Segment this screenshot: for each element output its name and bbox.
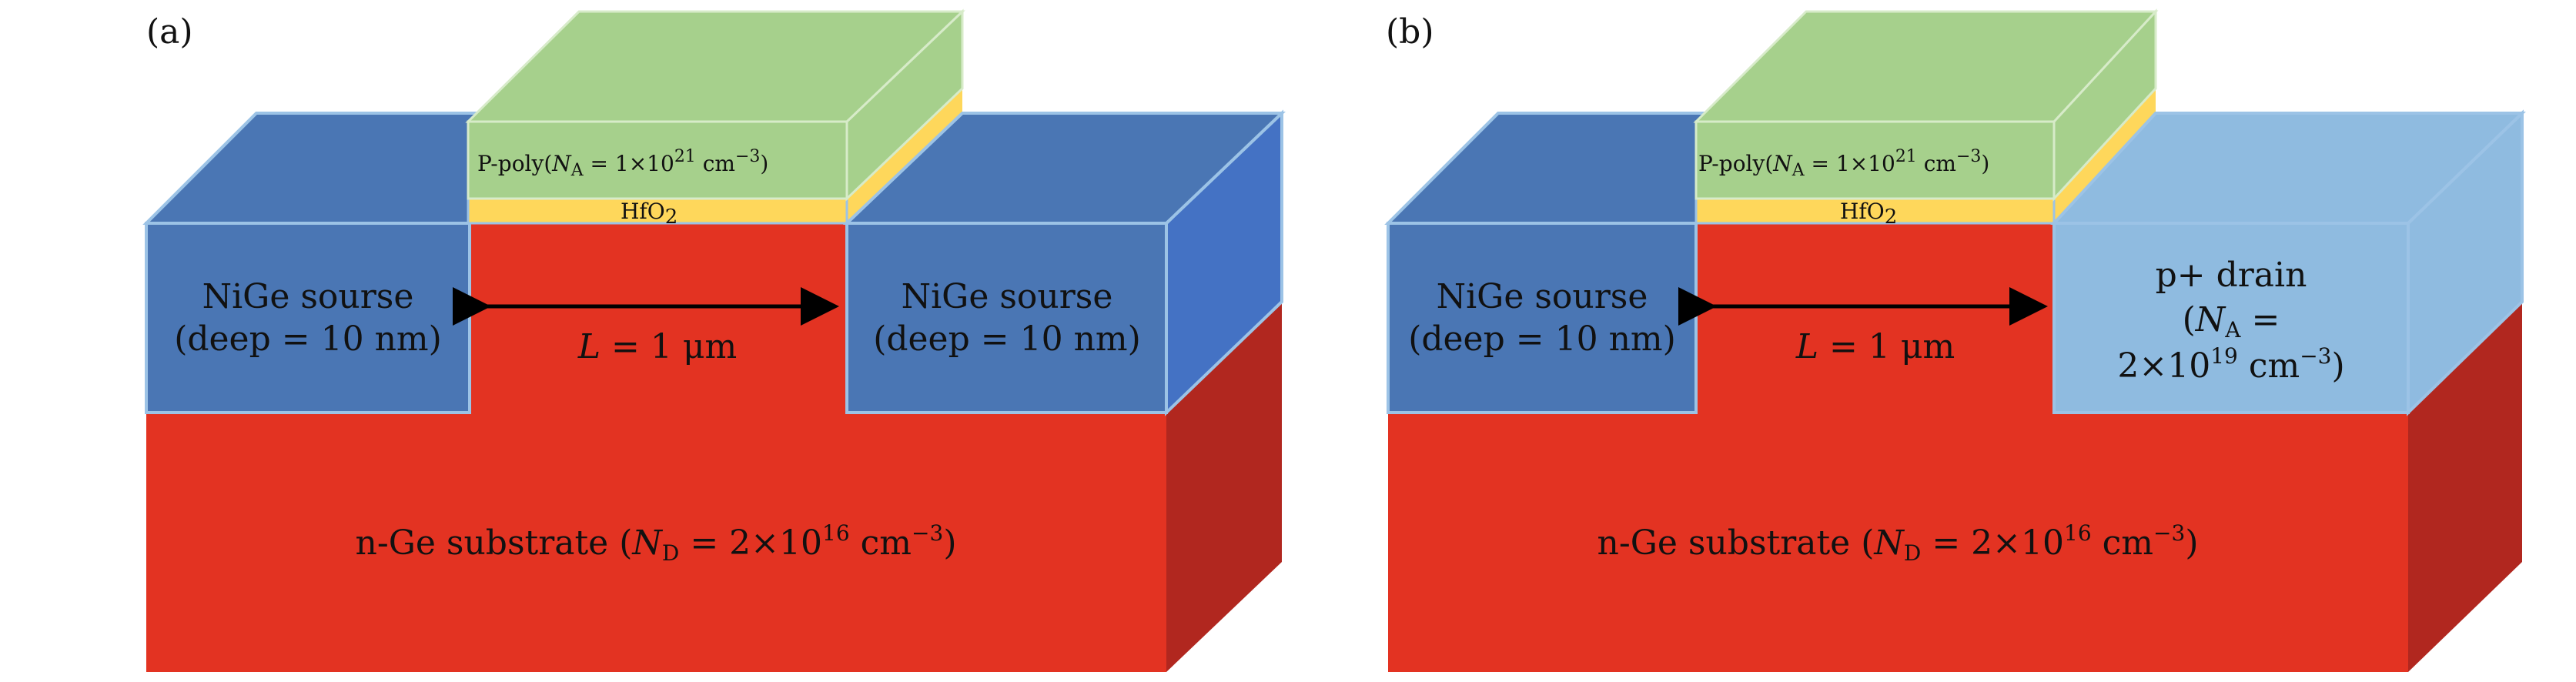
panel-b-oxide-label: HfO2 (1840, 199, 1897, 229)
panel-b-substrate-side (2408, 302, 2522, 672)
panel-b-right-drain (2050, 109, 2526, 416)
panel-a-right-source-line2: (deep = 10 nm) (873, 319, 1141, 359)
panel-b-gate-front (1694, 120, 2056, 200)
panel-a-left-source-line1: NiGe sourse (202, 277, 414, 316)
panel-b-length-label: L = 1 μm (1795, 327, 1955, 366)
panel-a-label: (a) (146, 12, 193, 52)
panel-b-left-source-front (1387, 222, 1698, 414)
panel-b-drain-line1: p+ drain (2156, 256, 2307, 295)
panel-a-right-source (843, 109, 1286, 416)
panel-a-left-source-front (145, 222, 471, 414)
panel-a-substrate-side (1166, 302, 1282, 672)
panel-a-gate-stack (465, 8, 965, 225)
panel-a-substrate-label: n-Ge substrate (ND = 2×1016 cm−3) (356, 520, 957, 566)
panel-a-gate-front (467, 120, 848, 200)
panel-b-substrate-label: n-Ge substrate (ND = 2×1016 cm−3) (1597, 520, 2199, 566)
panel-b-drain-line2: (NA = (2183, 300, 2280, 343)
panel-b-left-source-line2: (deep = 10 nm) (1408, 319, 1676, 359)
panel-b-gate-label: P-poly(NA = 1×1021 cm−3) (1698, 147, 1989, 180)
panel-b-label: (b) (1386, 12, 1434, 52)
panel-a-right-source-line1: NiGe sourse (902, 277, 1113, 316)
panel-a-oxide-side (847, 89, 962, 223)
panel-a-oxide-label: HfO2 (621, 199, 677, 229)
panel-a-length-label: L = 1 μm (577, 327, 737, 366)
panel-b-right-drain-front (2052, 222, 2410, 414)
panel-b-left-source-line1: NiGe sourse (1437, 277, 1648, 316)
panel-b-oxide-front (1694, 197, 2056, 225)
panel-a-left-source-line2: (deep = 10 nm) (174, 319, 442, 359)
panel-a-gate-label: P-poly(NA = 1×1021 cm−3) (477, 147, 768, 180)
panel-b-drain-line3: 2×1019 cm−3) (2117, 343, 2344, 386)
panel-a: (a) P-poly(NA = 1×1021 cm−3) HfO2 (142, 8, 1286, 672)
panel-b-oxide-side (2054, 89, 2156, 223)
panel-b: (b) P-poly(NA = 1×1021 cm−3) HfO2 (1384, 8, 2526, 672)
panel-b-gate-stack (1693, 8, 2159, 225)
panel-a-right-source-front (845, 222, 1168, 414)
